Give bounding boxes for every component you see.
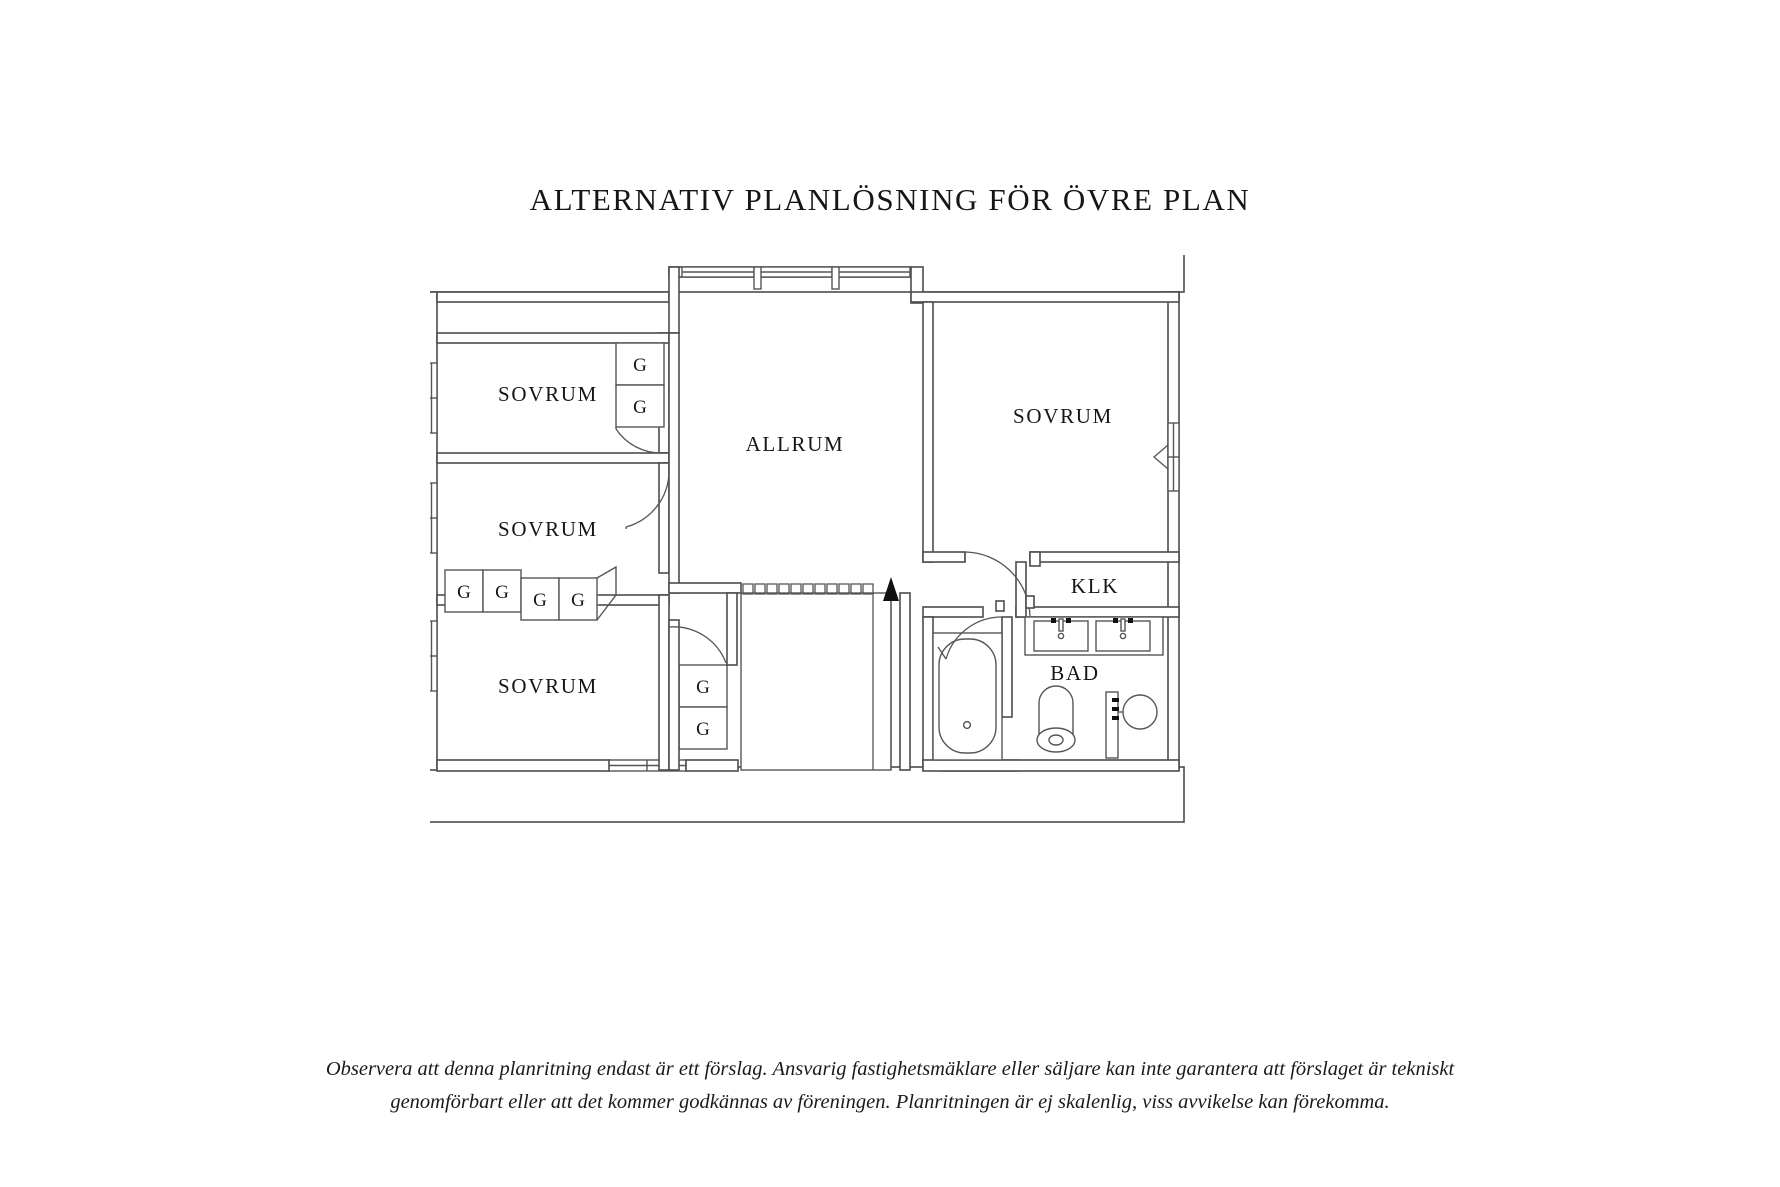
door-bad	[937, 616, 1003, 660]
washbasin-tap-c	[1112, 716, 1119, 720]
vanity-drain-right	[1119, 632, 1127, 640]
room-label-bad: BAD	[1050, 661, 1099, 685]
door-jamb-klk	[1025, 595, 1035, 609]
closet-mid-2-box	[482, 569, 522, 613]
closet-mid-3-box	[520, 577, 560, 621]
page-title: ALTERNATIV PLANLÖSNING FÖR ÖVRE PLAN	[529, 182, 1251, 217]
disclaimer-line-2: genomförbart eller att det kommer godkän…	[390, 1091, 1390, 1113]
vanity-tap-left-b	[1066, 618, 1071, 623]
room-label-klk: KLK	[1071, 574, 1119, 598]
window-east-swing	[1153, 444, 1169, 470]
bathtub-drain	[962, 720, 972, 730]
wall-allrum-return-left	[668, 266, 680, 334]
vanity-tap-right-a	[1113, 618, 1118, 623]
wall-stair-east	[899, 592, 911, 771]
bottom-exterior-slab	[430, 766, 1185, 823]
wall-bad-north	[922, 606, 984, 618]
wall-bad-west	[922, 616, 934, 771]
wall-sovrum-right-south-b	[1029, 551, 1180, 563]
closet-bottom-1-label: G	[696, 677, 710, 698]
closet-bottom-2-label: G	[696, 719, 710, 740]
wall-sovrum-bl-south-2	[685, 759, 739, 772]
wall-sovrum-tl-top	[436, 332, 670, 344]
door-arc-bad	[945, 616, 1003, 660]
closet-top-2-label: G	[633, 397, 647, 418]
closet-group-middle: G G G G	[444, 565, 617, 621]
washbasin-bowl	[1122, 694, 1158, 730]
door-sovrum-top-left	[615, 427, 663, 454]
vanity-unit	[1024, 616, 1164, 656]
wall-north-left-stub	[436, 291, 670, 303]
room-label-sovrum-right: SOVRUM	[1013, 404, 1113, 428]
stair-treads	[742, 583, 874, 595]
door-arc-sovrum-ml	[625, 470, 670, 528]
wall-bad-south	[922, 759, 1180, 772]
wall-klk-west	[1015, 561, 1027, 618]
wall-bad-inner-vert	[1001, 616, 1013, 718]
wall-klk-south	[1015, 606, 1180, 618]
closet-mid-2-label: G	[495, 582, 509, 603]
wall-sovrum-right-south-a	[922, 551, 966, 563]
vanity-faucet-left	[1058, 618, 1064, 632]
door-arc-sovrum-tl	[615, 428, 663, 454]
window-group-north	[681, 266, 911, 290]
disclaimer-text: Observera att denna planritning endast ä…	[0, 1053, 1780, 1119]
toilet-flush	[1048, 734, 1064, 746]
room-label-sovrum-mid-left: SOVRUM	[498, 517, 598, 541]
staircase-body	[740, 592, 892, 771]
washbasin	[1105, 691, 1158, 759]
disclaimer-line-1: Observera att denna planritning endast ä…	[325, 1058, 1455, 1080]
door-sovrum-bottom-left	[668, 626, 727, 664]
vanity-drain-left	[1057, 632, 1065, 640]
wall-sovrum-bl-south	[436, 759, 610, 772]
room-label-sovrum-bottom-left: SOVRUM	[498, 674, 598, 698]
wall-sovrum-right-west	[922, 301, 934, 563]
room-label-sovrum-top-left: SOVRUM	[498, 382, 598, 406]
wall-north-right-run	[910, 291, 1180, 303]
staircase	[740, 577, 899, 771]
exterior-wall-right	[1167, 291, 1180, 771]
window-mullion-1	[753, 266, 762, 290]
window-group-east	[1153, 422, 1180, 492]
closet-mid-4-label: G	[571, 590, 585, 611]
window-mullion-2	[831, 266, 840, 290]
door-jamb-bad	[995, 600, 1005, 612]
wall-sovrum-ml-right	[658, 462, 670, 574]
closet-mid-3-label: G	[533, 590, 547, 611]
closet-top-1-box	[615, 342, 665, 386]
closet-group-top: G G	[615, 342, 665, 428]
closet-mid-1-box	[444, 569, 484, 613]
bathtub-basin	[938, 638, 997, 754]
closet-row-connector	[596, 565, 617, 621]
floorplan-drawing: G G G G G G G G	[430, 255, 1185, 823]
door-arc-sovrum-bl	[668, 626, 727, 664]
washbasin-tap-a	[1112, 698, 1119, 702]
wall-allrum-south	[668, 582, 742, 594]
toilet	[1036, 685, 1076, 753]
closet-top-1-label: G	[633, 355, 647, 376]
closet-group-bottom: G G	[678, 664, 728, 750]
vanity-tap-right-b	[1128, 618, 1133, 623]
closet-mid-4-box	[558, 577, 598, 621]
washbasin-tap-b	[1112, 707, 1119, 711]
stair-direction-arrow	[883, 577, 899, 601]
wall-klk-north	[1029, 551, 1041, 567]
bathtub	[932, 632, 1003, 761]
vanity-faucet-right	[1120, 618, 1126, 632]
room-label-allrum: ALLRUM	[746, 432, 845, 456]
door-sovrum-mid-left	[625, 470, 670, 529]
vanity-tap-left-a	[1051, 618, 1056, 623]
wall-sovrum-bl-east	[668, 619, 680, 771]
wall-between-sovrum-tl-ml	[436, 452, 670, 464]
wall-sovrum-bl-right	[658, 594, 670, 771]
closet-mid-1-label: G	[457, 582, 471, 603]
closet-top-2-box	[615, 384, 665, 428]
wall-hall-stub-left	[726, 592, 738, 666]
wall-allrum-left	[668, 332, 680, 594]
window-group-west	[430, 362, 438, 692]
